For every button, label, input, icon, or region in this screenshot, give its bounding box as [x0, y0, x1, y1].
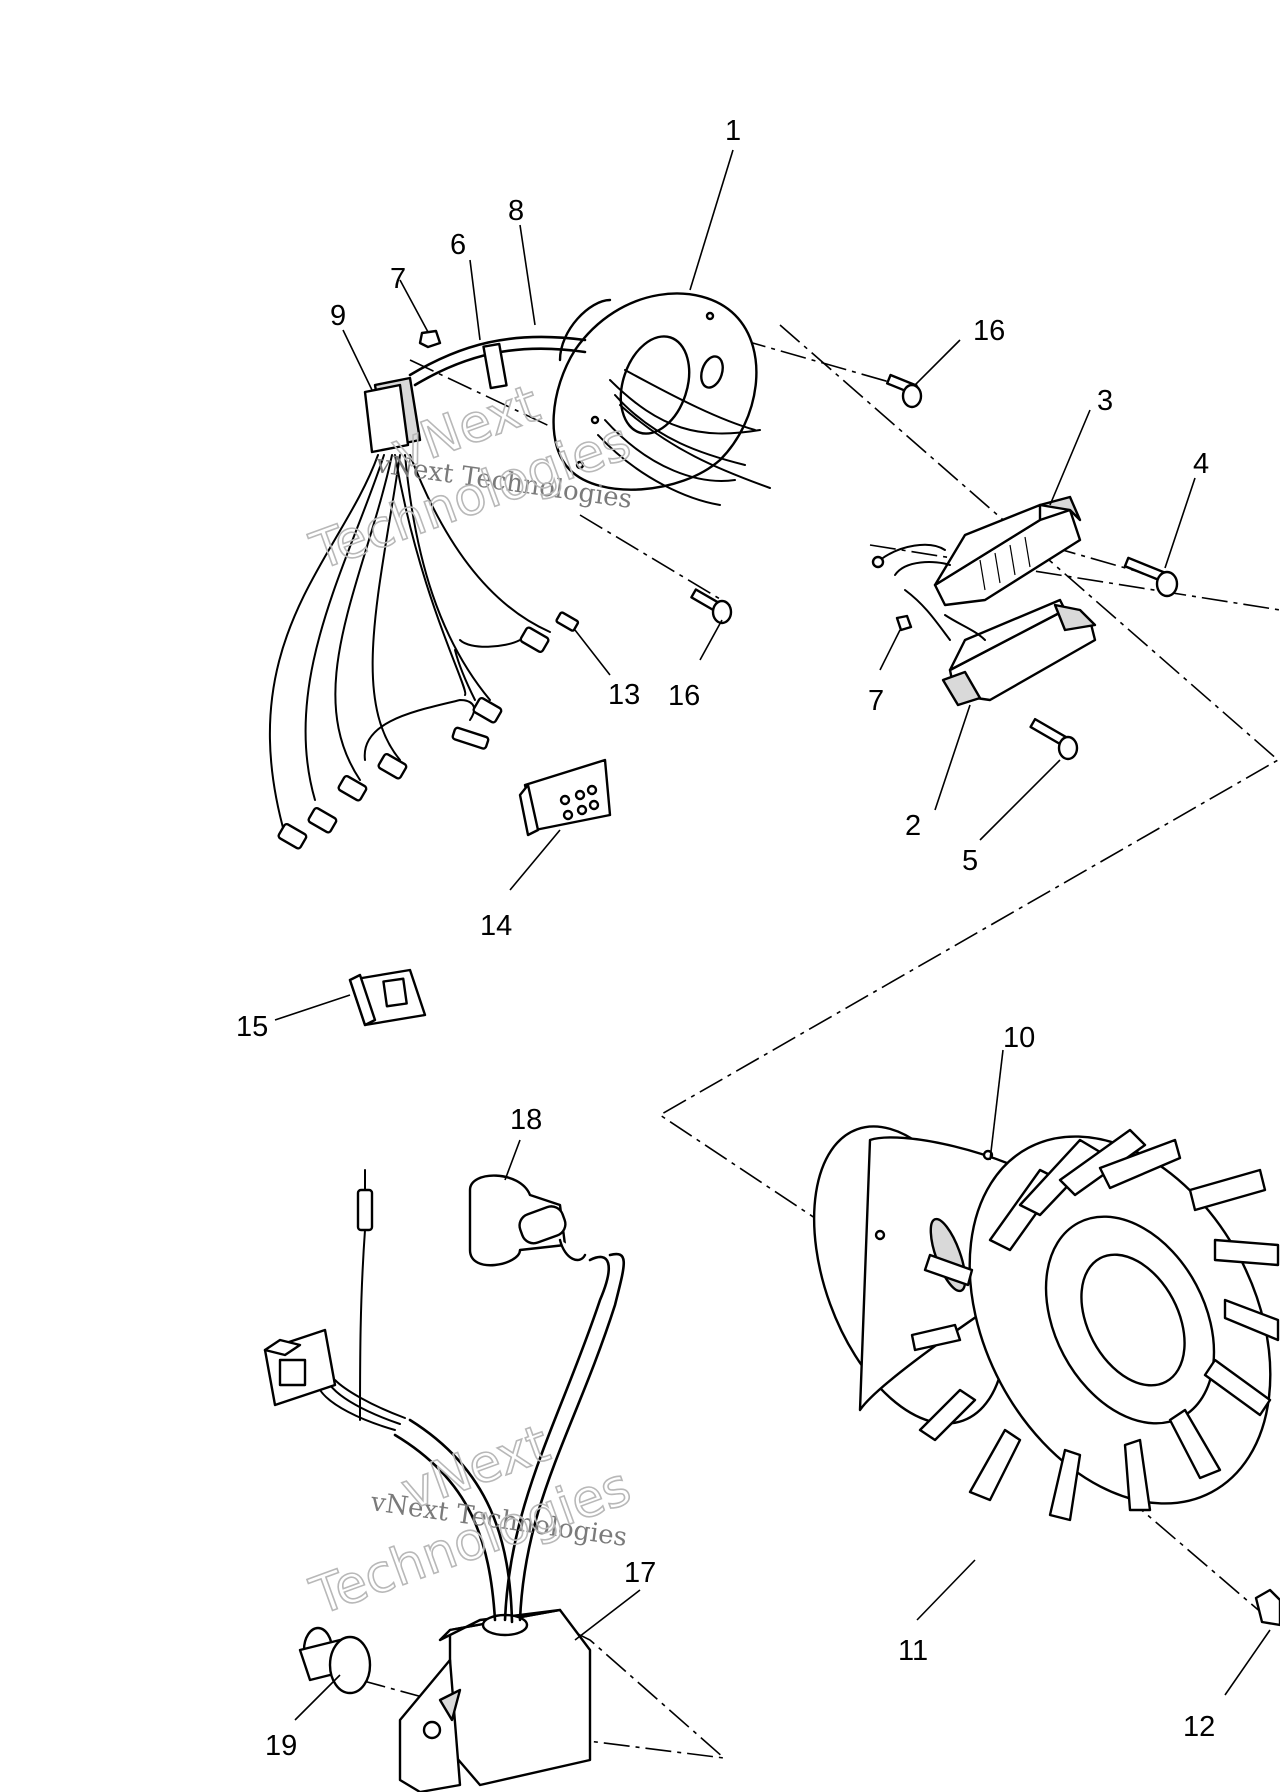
callout-7b: 7: [868, 685, 884, 717]
cdi-module: [904, 589, 1097, 707]
flywheel: [812, 1125, 1272, 1505]
voltage-regulator: [871, 495, 1082, 607]
callout-9: 9: [330, 300, 346, 332]
callout-17: 17: [624, 1557, 656, 1589]
callout-16b: 16: [668, 680, 700, 712]
callout-13: 13: [608, 679, 640, 711]
fan-vanes: [910, 1128, 1280, 1522]
stator-plate: [552, 292, 771, 506]
watermark-bottom: vNext Technologies vNext Technologies: [302, 1413, 639, 1628]
callout-2: 2: [905, 810, 921, 842]
callout-16: 16: [973, 315, 1005, 347]
callout-1: 1: [725, 115, 741, 147]
callout-15: 15: [236, 1011, 268, 1043]
callout-12: 12: [1183, 1711, 1215, 1743]
connector-15: [348, 968, 427, 1027]
coil-boot-19: [298, 1626, 372, 1695]
callout-19: 19: [265, 1730, 297, 1762]
callout-18: 18: [510, 1104, 542, 1136]
callout-3: 3: [1097, 385, 1113, 417]
callout-6: 6: [450, 229, 466, 261]
callout-8: 8: [508, 195, 524, 227]
hardware-screws: [418, 329, 1179, 761]
flywheel-nut: [1254, 1588, 1280, 1627]
callout-7: 7: [390, 263, 406, 295]
callout-4: 4: [1193, 448, 1209, 480]
wire-harness: [268, 335, 587, 850]
spark-plug-cap: [468, 1174, 587, 1267]
connector-14: [518, 758, 612, 837]
callout-labels: 1 2 3 4 5 6 7 7 8 9 10 11 12 13 14 15 16…: [236, 115, 1215, 1762]
ignition-coil: [263, 1169, 625, 1792]
callout-5: 5: [962, 845, 978, 877]
callout-14: 14: [480, 910, 512, 942]
leader-lines: [274, 149, 1271, 1721]
callout-11: 11: [898, 1635, 928, 1667]
callout-10: 10: [1003, 1022, 1035, 1054]
